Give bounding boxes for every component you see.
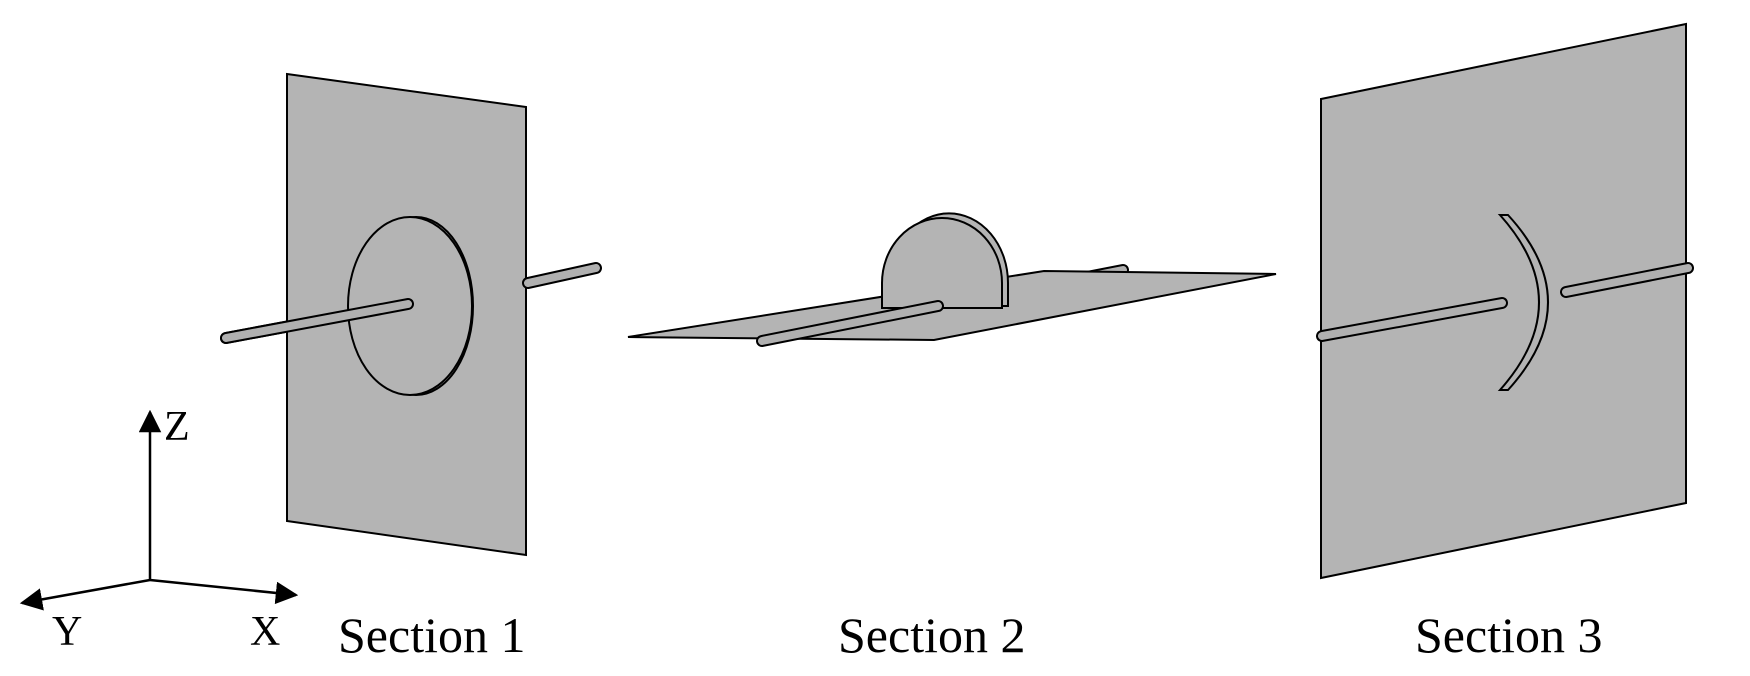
- y-axis-arrow: [19, 578, 151, 611]
- y-axis-label: Y: [52, 609, 82, 655]
- coordinate-axes: Z Y X: [19, 404, 299, 655]
- z-axis-label: Z: [164, 404, 190, 450]
- section-3-rod-right: [1560, 262, 1694, 298]
- section-1-label: Section 1: [338, 607, 525, 663]
- x-axis-arrow: [149, 578, 299, 605]
- section-2-label: Section 2: [838, 607, 1025, 663]
- x-axis-label: X: [250, 609, 280, 655]
- section-1-drawing: [220, 72, 602, 557]
- section-1-rod-right: [522, 262, 602, 289]
- section-2-drawing: [627, 212, 1277, 347]
- section-2-half-disk: [881, 217, 1003, 309]
- section-3-rod-left: [1316, 297, 1508, 342]
- section-1-rod-center: [220, 298, 414, 344]
- section-2-rod-near: [756, 300, 944, 347]
- section-3-label: Section 3: [1415, 607, 1602, 663]
- section-3-disk-edge: [1497, 214, 1549, 391]
- section-3-drawing: [1316, 22, 1694, 580]
